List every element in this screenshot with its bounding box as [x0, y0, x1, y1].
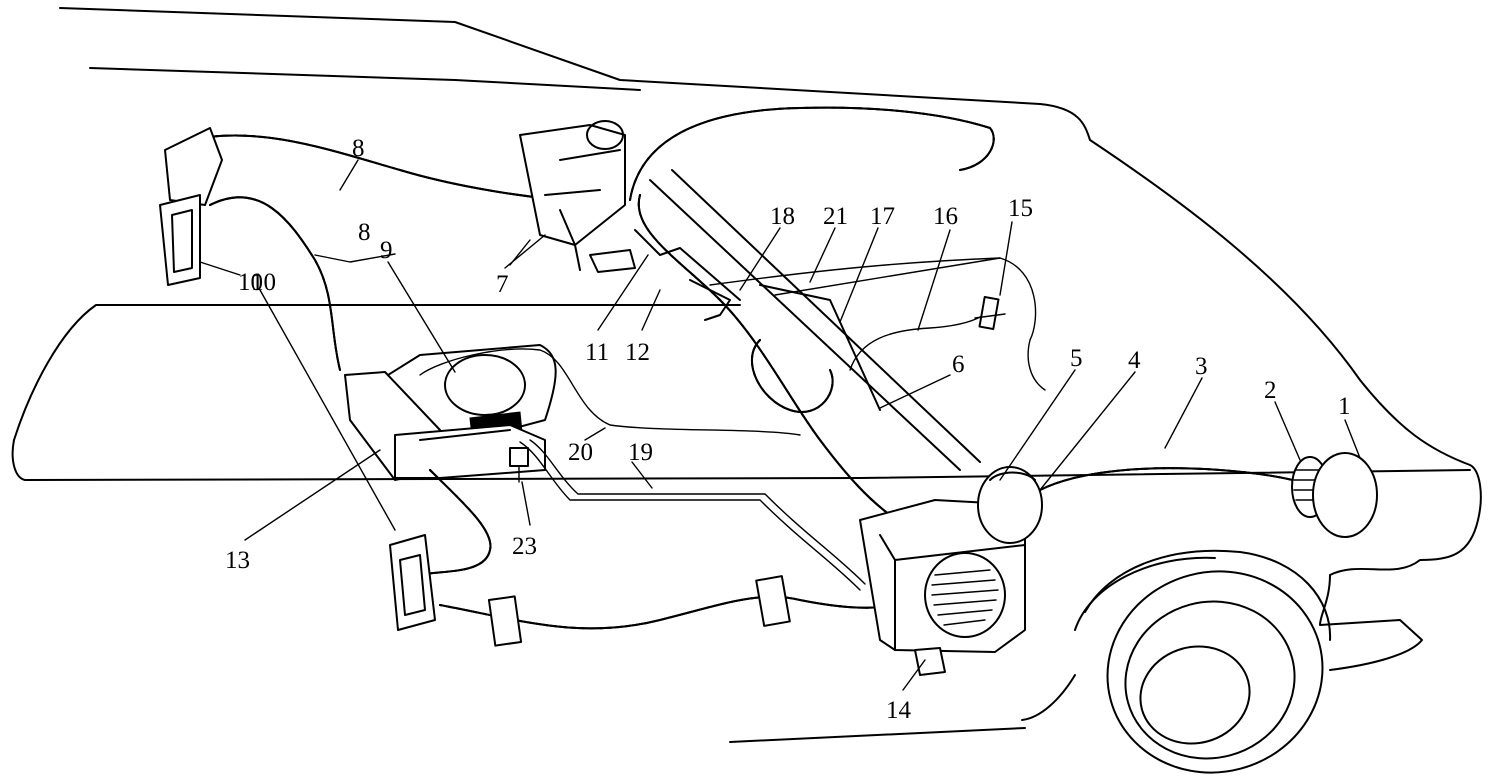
label-19: 19	[628, 439, 653, 466]
front-distribution-box	[509, 120, 636, 273]
rear-intake-grille	[1291, 452, 1378, 538]
label-10-right: 10	[251, 269, 276, 296]
label-15: 15	[1008, 195, 1033, 222]
front-hose-upper	[189, 134, 561, 201]
dashboard-duct	[344, 371, 546, 481]
label-18: 18	[770, 203, 795, 230]
label-6: 6	[952, 351, 965, 378]
label-3: 3	[1195, 353, 1208, 380]
front-hose-lower	[209, 196, 341, 371]
roof-hose	[629, 106, 995, 201]
lower-front-hose	[419, 469, 492, 576]
control-cables	[774, 257, 1046, 391]
left-vent-outlet	[159, 127, 223, 286]
label-16: 16	[933, 203, 958, 230]
lower-vent-outlet	[389, 534, 436, 631]
leader-lines	[199, 159, 1361, 691]
label-21: 21	[823, 203, 848, 230]
floor-hose	[439, 595, 901, 630]
label-12: 12	[625, 339, 650, 366]
console-hose-loop	[750, 339, 834, 413]
part-labels: 1 2 3 4 5 6 7 8 8 9 10 10 11 12 13 14 15…	[225, 135, 1351, 724]
label-5: 5	[1070, 345, 1083, 372]
console-hose	[637, 194, 891, 516]
label-4: 4	[1128, 347, 1141, 374]
label-20: 20	[568, 439, 593, 466]
label-17: 17	[870, 203, 895, 230]
refrigerant-pipes	[419, 348, 866, 591]
label-9: 9	[380, 237, 393, 264]
label-2: 2	[1264, 377, 1277, 404]
label-11: 11	[585, 339, 609, 366]
rear-blower	[977, 466, 1043, 544]
label-14: 14	[886, 697, 912, 724]
dashboard-outline	[11, 304, 1471, 481]
label-23: 23	[512, 533, 537, 560]
label-8-lower: 8	[358, 219, 371, 246]
label-13: 13	[225, 547, 250, 574]
center-console-channel	[634, 169, 981, 471]
rear-intake-hose	[1039, 467, 1311, 491]
hose-clamps	[487, 575, 791, 647]
car-body-outline	[59, 7, 1482, 774]
label-1: 1	[1338, 393, 1351, 420]
label-10-left: 10	[238, 269, 263, 296]
label-7: 7	[496, 271, 509, 298]
rear-evaporator-box	[859, 499, 1026, 676]
label-8-upper: 8	[352, 135, 365, 162]
